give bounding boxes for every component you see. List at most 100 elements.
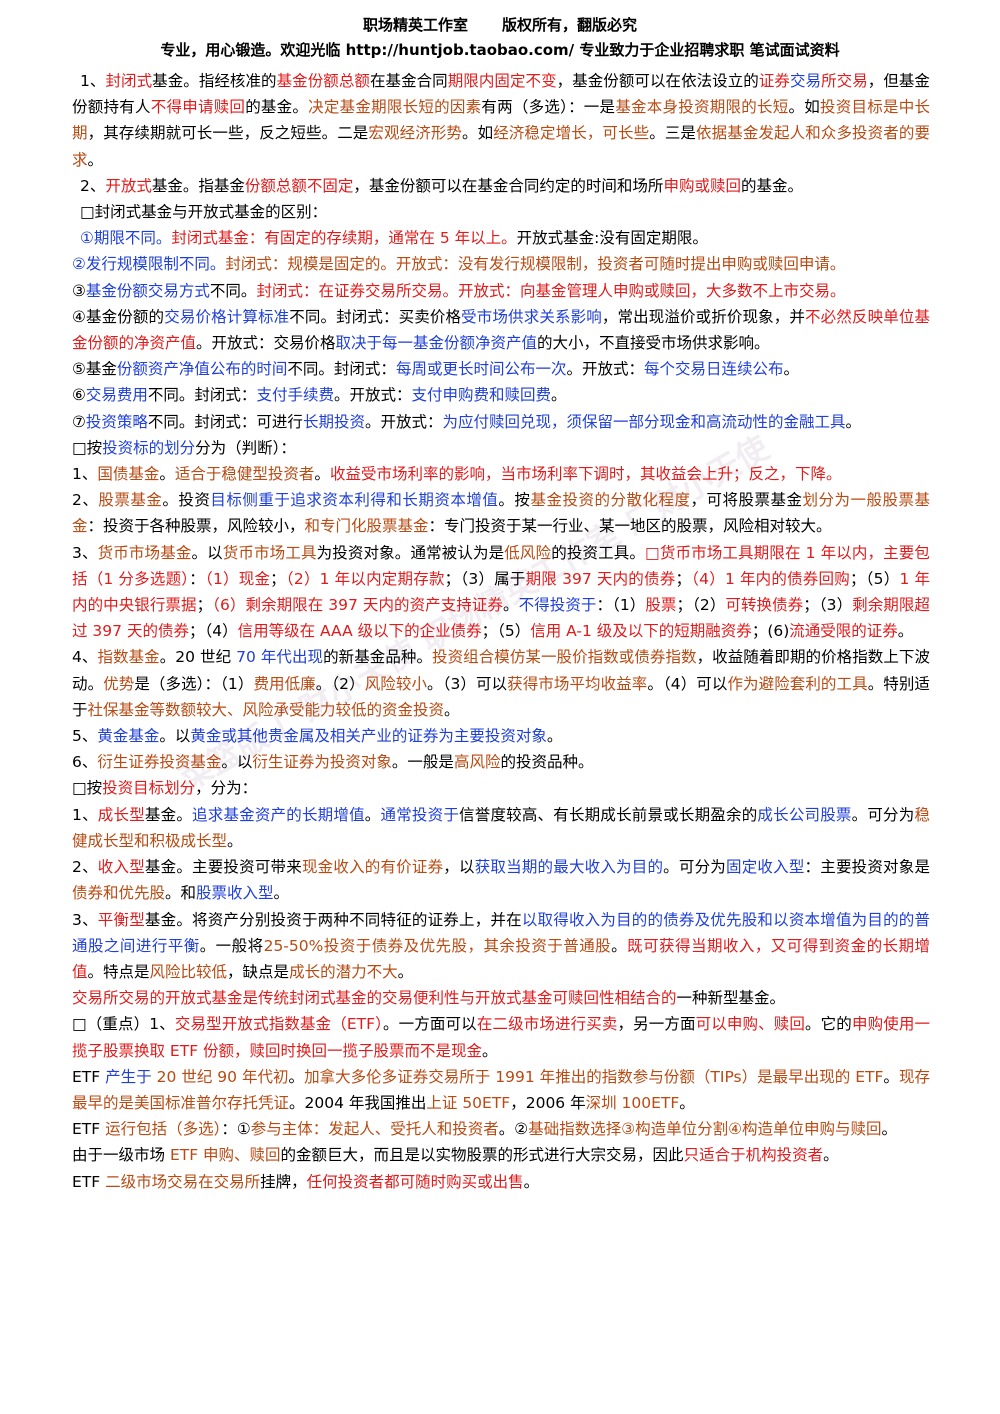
text-run: 5、 bbox=[72, 727, 98, 746]
text-run: 目标侧重于追求资本利得和长期资本增值 bbox=[210, 491, 499, 510]
text-run: 1、 bbox=[72, 465, 98, 484]
text-run: 每个交易日连续公布 bbox=[643, 360, 784, 379]
text-run: 的基金。 bbox=[740, 176, 803, 195]
text-run: 收入型 bbox=[97, 858, 145, 877]
text-run: 。以 bbox=[191, 543, 223, 562]
text-run: 份额资产净值公布的时间 bbox=[116, 360, 288, 379]
text-run: 货币市场工具 bbox=[222, 543, 317, 562]
text-run: ；（3）属于 bbox=[444, 569, 526, 588]
text-run: 受市场供求关系影响 bbox=[461, 307, 602, 326]
text-run: 。开放式： bbox=[566, 360, 644, 379]
text-run: 的投资品种。 bbox=[500, 753, 594, 772]
text-run: 信用等级在 AAA 级以下的企业债券 bbox=[237, 622, 482, 641]
text-run: 2、 bbox=[72, 858, 98, 877]
text-run: □按 bbox=[72, 438, 103, 457]
text-run: 稳健成长型和积极成长型 bbox=[72, 805, 930, 850]
text-run: 高风险 bbox=[453, 753, 501, 772]
text-run: ，但基金份额持有人 bbox=[72, 72, 930, 117]
text-run: 封闭式 bbox=[105, 72, 153, 90]
text-run: 。开放式：交易价格 bbox=[196, 334, 336, 353]
text-run: 不同。封闭式： bbox=[147, 386, 257, 405]
text-run: 基金投资的分散化程度 bbox=[530, 491, 691, 510]
text-run: 不同。 bbox=[209, 281, 257, 300]
text-run: 股票 bbox=[645, 596, 677, 615]
paragraph: 6、衍生证券投资基金。以衍生证券为投资对象。一般是高风险的投资品种。 bbox=[72, 749, 930, 775]
text-run: 可转换债券 bbox=[725, 596, 804, 615]
text-run: 申购或赎回 bbox=[663, 176, 741, 195]
text-run: 不同。封闭式：买卖价格 bbox=[289, 307, 462, 326]
text-run: 。 bbox=[611, 936, 628, 955]
text-run: （2）1 年以内定期存款 bbox=[285, 569, 445, 588]
text-run: 期限内固定不变 bbox=[447, 72, 557, 90]
text-run: 。2004 年我国推出 bbox=[289, 1093, 427, 1112]
text-run: 任何投资者都可随时购买或出售 bbox=[306, 1172, 524, 1191]
text-run: 挂牌， bbox=[260, 1172, 307, 1191]
text-run: 。 bbox=[546, 727, 563, 746]
text-run: 的基金。 bbox=[245, 98, 309, 117]
text-run: 所交易 bbox=[821, 72, 868, 90]
text-run: 。特别适于 bbox=[72, 674, 930, 719]
text-run: 。可分为 bbox=[851, 805, 915, 824]
paragraph: 3、平衡型基金。将资产分别投资于两种不同特征的证券上，并在以取得收入为目的的债券… bbox=[72, 907, 930, 986]
text-run: 剩余期限超过 397 天的债券 bbox=[72, 596, 930, 641]
text-run: 。 bbox=[679, 1093, 695, 1112]
text-run: 债券和优先股 bbox=[72, 884, 166, 903]
text-run: 70 年代出现 bbox=[236, 648, 324, 667]
text-run: 划分为一般股票基金 bbox=[72, 491, 930, 536]
text-run: 不同。封闭式：可进行 bbox=[147, 412, 303, 431]
paragraph: ③基金份额交易方式不同。封闭式：在证券交易所交易。开放式：向基金管理人申购或赎回… bbox=[72, 278, 930, 304]
text-run: 不得申请赎回 bbox=[150, 98, 246, 117]
text-run: 。 bbox=[897, 622, 914, 641]
paragraph: □按投资标的划分分为（判断）： bbox=[72, 435, 930, 461]
text-run: 收益受市场利率的影响，当市场利率下调时，其收益会上升；反之，下降。 bbox=[329, 465, 842, 484]
text-run: 1、 bbox=[80, 72, 106, 90]
text-run: 指数基金 bbox=[97, 648, 160, 667]
paragraph: ETF 运行包括（多选）：①参与主体：发起人、受托人和投资者。②基础指数选择③构… bbox=[72, 1116, 930, 1142]
text-run: 。 bbox=[845, 412, 861, 431]
text-run: 基金本身投资期限的长短 bbox=[615, 98, 789, 117]
paragraph: ETF 产生于 20 世纪 90 年代初。加拿大多伦多证券交易所于 1991 年… bbox=[72, 1064, 930, 1116]
text-run: 加拿大多伦多证券交易所于 1991 年推出的指数参与份额（TIPs）是最早出现的… bbox=[304, 1067, 884, 1086]
text-run: 开放式基金:没有固定期限。 bbox=[516, 229, 708, 248]
text-run: 深圳 100ETF bbox=[585, 1093, 680, 1112]
text-run: 每周或更长时间公布一次 bbox=[395, 360, 567, 379]
text-run: 长期投资 bbox=[302, 412, 365, 431]
text-run: 。一般是 bbox=[391, 753, 454, 772]
text-run: 。（2） bbox=[315, 674, 365, 693]
text-run: 申购使用一揽子股票换取 ETF 份额，赎回时换回一揽子股票而不是现金 bbox=[72, 1015, 930, 1060]
text-run: 。 bbox=[273, 884, 290, 903]
text-run: 基金。指基金 bbox=[151, 176, 245, 195]
text-run: 。 bbox=[444, 700, 460, 719]
text-run: 的金额巨大，而且是以实物股票的形式进行大宗交易，因此 bbox=[280, 1146, 684, 1165]
text-run: 低风险 bbox=[504, 543, 552, 562]
text-run: 基金份额交易方式 bbox=[85, 281, 210, 300]
text-run: 期限 397 天内的债券 bbox=[525, 569, 676, 588]
text-run: 为应付赎回兑现，须保留一部分现金和高流动性的金融工具 bbox=[442, 412, 846, 431]
text-run: 证券 bbox=[758, 72, 790, 90]
text-run: 。一般将 bbox=[199, 936, 264, 955]
text-run: 成长的潜力不大 bbox=[289, 962, 398, 981]
text-run: 成长公司股票 bbox=[757, 805, 852, 824]
text-run: （1）现金 bbox=[204, 569, 271, 588]
text-run: 股票基金 bbox=[98, 491, 163, 510]
text-run: 。和 bbox=[165, 884, 197, 903]
text-run: 黄金基金 bbox=[97, 727, 160, 746]
text-run: ③ bbox=[72, 281, 86, 300]
text-run: ETF bbox=[72, 1120, 106, 1139]
text-run: 。一方面可以 bbox=[383, 1015, 477, 1034]
paragraph: ⑥交易费用不同。封闭式：支付手续费。开放式：支付申购费和赎回费。 bbox=[72, 382, 930, 408]
text-run: 依据基金发起人和众多投资者的要求 bbox=[72, 124, 930, 169]
text-run: 2、 bbox=[80, 176, 106, 195]
text-run: 只适合于机构投资者 bbox=[683, 1146, 824, 1165]
text-run: ：投资于各种股票，风险较小， bbox=[87, 517, 305, 536]
paragraph: 2、收入型基金。主要投资可带来现金收入的有价证券，以获取当期的最大收入为目的。可… bbox=[72, 854, 930, 906]
text-run: 4、 bbox=[72, 648, 98, 667]
text-run: 份额总额不固定 bbox=[244, 176, 354, 195]
text-run: 1 年内的中央银行票据 bbox=[72, 569, 930, 615]
text-run: ； bbox=[196, 596, 213, 615]
text-run: 固定收入型 bbox=[726, 858, 805, 877]
page-header: 职场精英工作室版权所有，翻版必究 专业，用心锻造。欢迎光临 http://hun… bbox=[0, 0, 1000, 62]
text-run: 参与主体：发起人、受托人和投资者 bbox=[250, 1120, 499, 1139]
text-run: 3、 bbox=[72, 543, 98, 562]
text-run: 6、 bbox=[72, 753, 98, 772]
